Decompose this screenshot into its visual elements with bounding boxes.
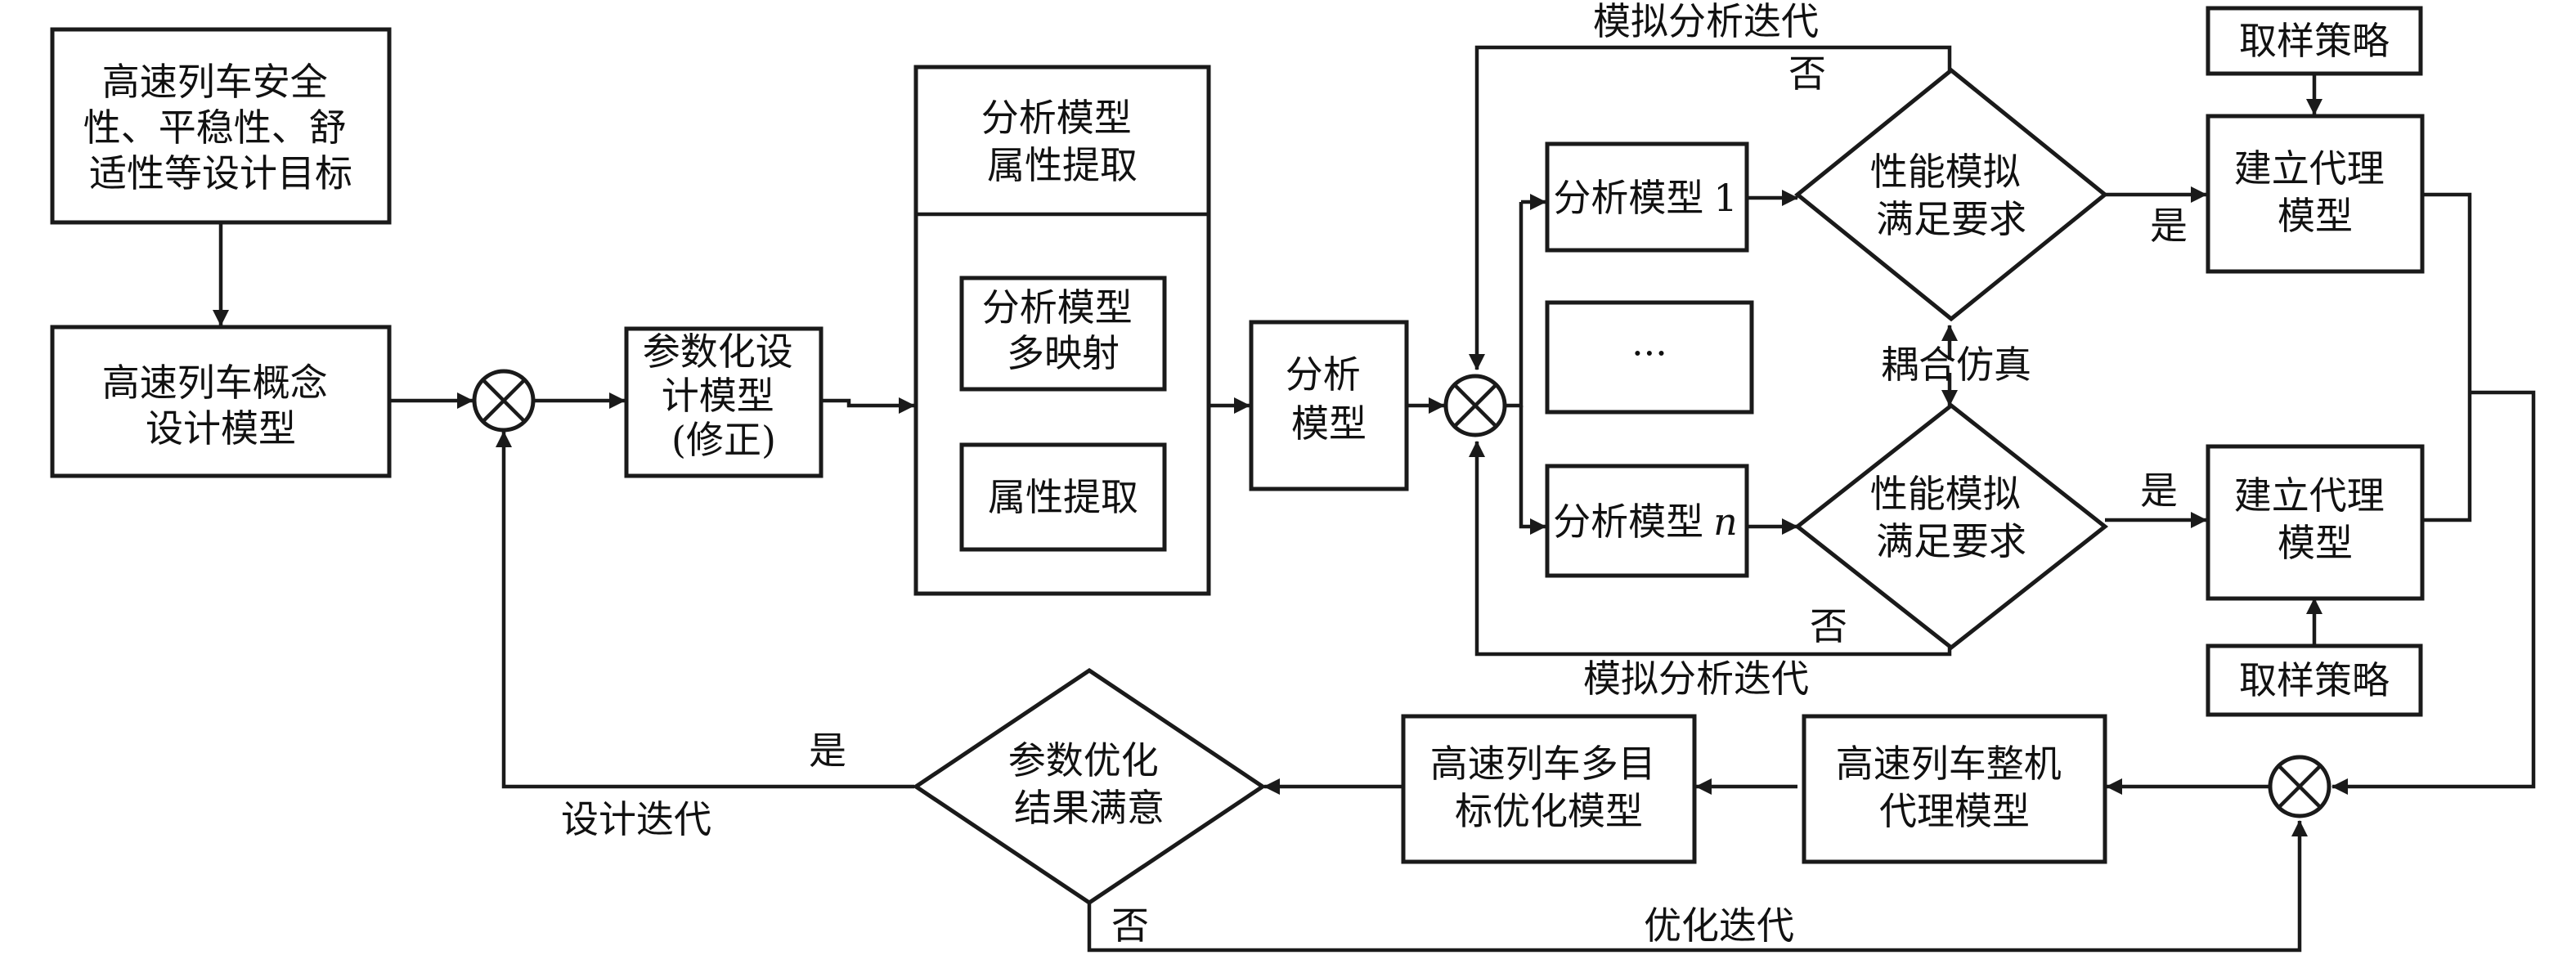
multi-map-line-2: 多映射 xyxy=(1007,331,1120,375)
perf-check-bottom-diamond xyxy=(1793,402,2109,651)
perf-check-top-line-2: 满足要求 xyxy=(1876,197,2026,241)
analysis-model-line-2: 模型 xyxy=(1291,401,1367,446)
attribute-group-title: 分析模型 属性提取 xyxy=(981,96,1144,187)
sampling-top-box xyxy=(2206,6,2423,76)
edge-no-bottom-loop xyxy=(1469,441,1952,657)
label-coupled-sim: 耦合仿真 xyxy=(1881,343,2031,387)
perf-check-bottom-text: 性能模拟 满足要求 xyxy=(1870,472,2033,563)
label-no-bottom: 否 xyxy=(1810,604,1847,648)
label-yes-opt: 是 xyxy=(809,729,846,773)
summing-junction-2 xyxy=(1443,374,1507,437)
connectors xyxy=(213,45,2536,953)
label-yes-top: 是 xyxy=(2150,204,2188,248)
ellipsis-text: ··· xyxy=(1631,331,1667,375)
analysis-model-1-box xyxy=(1545,141,1749,253)
perf-check-top-line-1: 性能模拟 xyxy=(1870,150,2021,194)
attr-extract-box xyxy=(959,442,1167,552)
opt-check-diamond xyxy=(912,667,1267,906)
train-surrogate-box xyxy=(1802,714,2107,864)
edge-to-model-n xyxy=(1519,406,1546,535)
ellipsis-box xyxy=(1545,300,1754,415)
train-surrogate-line-2: 代理模型 xyxy=(1879,789,2030,833)
analysis-model-n-box xyxy=(1545,464,1749,578)
param-model-line-2: 计模型 xyxy=(662,374,774,418)
attribute-group-title-line-1: 分析模型 xyxy=(981,96,1132,140)
analysis-model-1-label: 分析模型 xyxy=(1553,176,1703,220)
train-surrogate-text: 高速列车整机 代理模型 xyxy=(1836,742,2074,833)
surrogate-top-line-2: 模型 xyxy=(2278,194,2353,238)
train-surrogate-line-1: 高速列车整机 xyxy=(1836,742,2062,786)
mo-optimization-box xyxy=(1401,714,1697,864)
perf-check-top-text: 性能模拟 满足要求 xyxy=(1870,150,2033,241)
multi-map-text: 分析模型 多映射 xyxy=(982,285,1145,375)
attr-extract-line-1: 属性提取 xyxy=(988,475,1138,519)
concept-model-text: 高速列车概念 设计模型 xyxy=(102,361,340,451)
perf-check-top-diamond xyxy=(1794,67,2108,322)
design-goal-line-2: 性、平稳性、舒 xyxy=(83,105,347,150)
concept-model-line-2: 设计模型 xyxy=(146,406,296,451)
label-sim-iter-top: 模拟分析迭代 xyxy=(1593,0,1819,43)
design-goal-line-1: 高速列车安全 xyxy=(102,60,328,104)
edge-design-iteration xyxy=(496,431,914,789)
perf-check-bottom-line-1: 性能模拟 xyxy=(1870,472,2021,516)
analysis-model-box xyxy=(1249,320,1409,491)
sampling-bottom-box xyxy=(2206,643,2423,717)
sampling-bottom-text: 取样策略 xyxy=(2239,658,2390,702)
concept-model-box xyxy=(50,325,392,478)
design-goal-box xyxy=(50,27,392,225)
edge-sum2-to-models xyxy=(1506,202,1524,408)
param-model-line-1: 参数化设 xyxy=(643,330,793,374)
surrogate-top-text: 建立代理 模型 xyxy=(2234,146,2397,238)
analysis-model-1-index: 1 xyxy=(1713,176,1737,220)
edge-optimization-iteration xyxy=(1087,820,2308,953)
surrogate-top-line-1: 建立代理 xyxy=(2234,146,2385,191)
analysis-model-text: 分析 模型 xyxy=(1286,352,1373,446)
sampling-top-text: 取样策略 xyxy=(2239,19,2390,63)
label-opt-iter: 优化迭代 xyxy=(1644,903,1794,948)
mo-optimization-line-1: 高速列车多目 xyxy=(1430,742,1656,786)
label-no-top: 否 xyxy=(1788,52,1826,96)
surrogate-bottom-line-1: 建立代理 xyxy=(2234,473,2385,518)
opt-check-line-2: 结果满意 xyxy=(1014,786,1165,830)
mo-optimization-text: 高速列车多目 标优化模型 xyxy=(1430,742,1668,833)
edge-no-top-loop xyxy=(1469,45,1952,370)
attribute-extraction-group: 分析模型 属性提取 分析模型 多映射 属性提取 xyxy=(913,65,1211,596)
edge-surrogates-merge xyxy=(2332,192,2536,787)
opt-check-text: 参数优化 结果满意 xyxy=(1008,738,1171,830)
param-model-text: 参数化设 计模型 (修正) xyxy=(643,330,806,462)
surrogate-bottom-text: 建立代理 模型 xyxy=(2234,473,2397,565)
attr-extract-text: 属性提取 xyxy=(988,475,1138,519)
label-no-opt: 否 xyxy=(1111,903,1149,948)
concept-model-line-1: 高速列车概念 xyxy=(102,361,328,405)
param-model-box xyxy=(624,326,824,478)
surrogate-top-box xyxy=(2206,114,2425,274)
perf-check-bottom-line-2: 满足要求 xyxy=(1876,519,2026,563)
analysis-model-n-index: n xyxy=(1713,500,1738,544)
surrogate-bottom-box xyxy=(2206,444,2425,601)
edge-param-to-group xyxy=(821,397,915,414)
multi-map-line-1: 分析模型 xyxy=(982,285,1133,330)
opt-check-line-1: 参数优化 xyxy=(1008,738,1159,782)
attribute-group-title-line-2: 属性提取 xyxy=(987,143,1138,187)
label-yes-bottom: 是 xyxy=(2140,469,2178,513)
mo-optimization-line-2: 标优化模型 xyxy=(1455,789,1643,833)
surrogate-bottom-line-2: 模型 xyxy=(2278,521,2353,565)
label-design-iter: 设计迭代 xyxy=(561,797,711,841)
design-goal-text: 高速列车安全 性、平稳性、舒 适性等设计目标 xyxy=(83,60,359,195)
summing-junction-3 xyxy=(2268,755,2331,818)
analysis-model-n-label: 分析模型 xyxy=(1553,500,1703,544)
param-model-line-3: (修正) xyxy=(671,418,776,462)
design-goal-line-3: 适性等设计目标 xyxy=(89,151,352,195)
summing-junction-1 xyxy=(472,369,536,433)
multi-map-box xyxy=(959,276,1167,392)
analysis-model-line-1: 分析 xyxy=(1286,352,1361,397)
label-sim-iter-bottom: 模拟分析迭代 xyxy=(1583,657,1809,701)
